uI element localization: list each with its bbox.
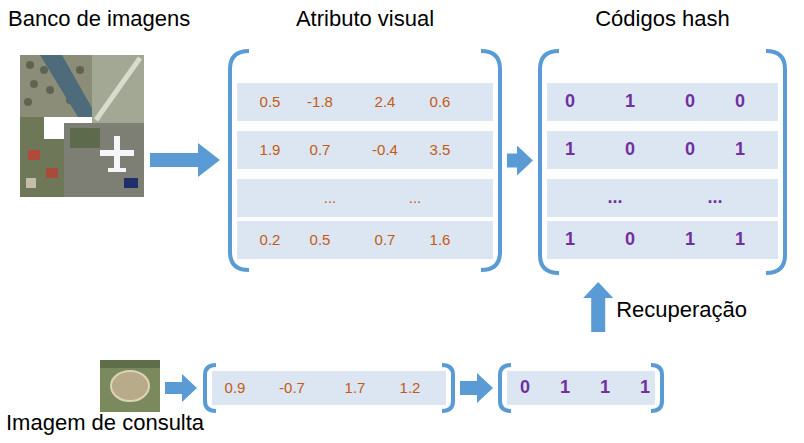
query-feature-vector: 0.9 -0.7 1.7 1.2 [200,362,458,414]
matrix-cell: 0 [685,140,695,160]
matrix-cell: 0 [565,92,575,112]
airplane [100,136,134,172]
runway [96,58,140,120]
edge-label: Recuperação [616,297,747,322]
blank-tile [44,117,66,139]
matrix-cell: 0 [735,92,745,112]
row-band [547,131,778,169]
block-arrow [460,381,477,395]
matrix-cell: 1 [735,140,745,160]
matrix-heading: Atributo visual [296,6,434,31]
row-band [507,371,655,405]
matrix-cell: 1.9 [260,142,281,159]
matrix-bracket [442,365,453,411]
matrix-cell: 0.5 [310,232,331,249]
matrix-cell: 0 [625,230,635,250]
matrix-cell: 1.7 [345,380,366,397]
roof [46,168,58,178]
matrix-cell: 1 [640,378,650,398]
matrix-cell: 1 [565,230,575,250]
matrix-bracket [540,51,559,273]
matrix-cell: 0.2 [260,232,281,249]
row-band [547,83,778,121]
aerial-tile [64,123,144,197]
matrix-cell: ... [607,188,622,208]
matrix-bracket [481,51,500,270]
block-arrow [150,143,220,177]
query-image [100,360,160,412]
matrix-cell: ... [409,190,422,207]
feature-matrix: Atributo visual0.5-1.82.40.61.90.7-0.43.… [225,48,505,273]
matrix-bracket [766,51,785,273]
matrix-cell: 1.6 [430,232,451,249]
vehicle [124,178,138,188]
matrix-cell: 2.4 [375,94,396,111]
matrix-cell: 1 [560,378,570,398]
matrix-cell: 1 [685,230,695,250]
grass [70,128,100,148]
row-band [547,179,778,217]
row-band [237,131,493,169]
matrix-bracket [230,51,249,270]
image-caption: Imagem de consulta [6,410,204,435]
matrix-cell: ... [707,188,722,208]
block-arrow [591,298,605,332]
roof [26,178,36,188]
matrix-cell: -0.7 [279,380,305,397]
matrix-cell: 0 [685,92,695,112]
matrix-cell: 1 [735,230,745,250]
row-band [237,221,493,259]
matrix-cell: 0.7 [375,232,396,249]
matrix-cell: 0.9 [225,380,246,397]
matrix-cell: 0 [625,140,635,160]
matrix-cell: 0.7 [310,142,331,159]
tree-line [100,360,160,368]
aerial-tile [92,55,144,123]
matrix-bracket [205,365,216,411]
matrix-bracket [651,365,662,411]
aerial-tile [100,360,160,412]
row-band [547,221,778,259]
image-caption: Banco de imagens [8,6,190,31]
matrix-cell: 1 [600,378,610,398]
matrix-cell: -1.8 [307,94,333,111]
matrix-cell: 0.5 [260,94,281,111]
aerial-tile [20,55,92,117]
matrix-cell: 1 [565,140,575,160]
hash-matrix: Códigos hash01001001......1011 [535,48,790,276]
matrix-bracket [500,365,511,411]
matrix-cell: 0 [520,378,530,398]
matrix-cell: -0.4 [372,142,398,159]
row-band [237,83,493,121]
stadium [111,371,149,401]
matrix-heading: Códigos hash [595,6,730,31]
row-band [212,371,446,405]
roof [28,150,40,160]
matrix-cell: 1.2 [400,380,421,397]
matrix-cell: 0.6 [430,94,451,111]
block-arrow [165,374,197,402]
image-bank-collage [20,55,144,197]
matrix-cell: 3.5 [430,142,451,159]
block-arrow [507,154,517,168]
matrix-cell: 1 [625,92,635,112]
river [40,55,92,117]
matrix-cell: ... [324,190,337,207]
query-hash-vector: 0 1 1 1 [495,362,667,414]
row-band [237,179,493,217]
